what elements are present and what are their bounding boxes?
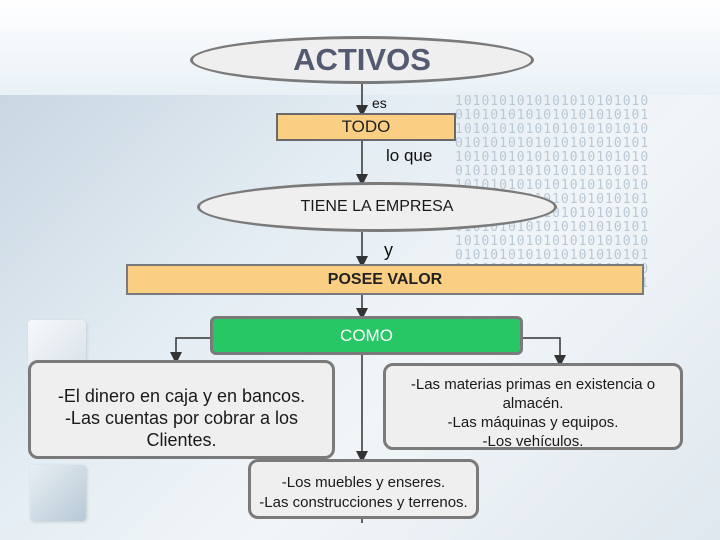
como-box: COMO	[210, 316, 523, 355]
bottom-examples-box: -Los muebles y enseres. -Las construccio…	[248, 459, 479, 519]
bottom-line: -Las construcciones y terrenos.	[259, 494, 468, 511]
tiene-empresa-oval: TIENE LA EMPRESA	[197, 182, 557, 232]
left-line: Clientes.	[146, 430, 217, 450]
connector-label-lo-que: lo que	[386, 146, 433, 165]
connector-label-y: y	[384, 240, 393, 260]
right-line: -Las materias primas en existencia o	[410, 376, 656, 393]
right-line: -Las máquinas y equipos.	[447, 414, 619, 431]
todo-box: TODO	[276, 113, 456, 141]
tiene-label: TIENE LA EMPRESA	[300, 198, 454, 215]
posee-label: POSEE VALOR	[327, 270, 443, 288]
activos-oval: ACTIVOS	[190, 36, 534, 84]
right-line: almacén.	[502, 395, 564, 412]
decorative-square	[30, 465, 86, 521]
left-line: -El dinero en caja y en bancos.	[57, 386, 306, 406]
left-line: -Las cuentas por cobrar a los	[64, 408, 299, 428]
left-examples-box: -El dinero en caja y en bancos. -Las cue…	[28, 360, 335, 459]
connector-label-es: es	[372, 95, 387, 111]
todo-label: TODO	[341, 117, 391, 136]
right-examples-box: -Las materias primas en existencia o alm…	[383, 363, 683, 450]
como-label: COMO	[340, 325, 393, 345]
posee-valor-box: POSEE VALOR	[126, 264, 644, 295]
bottom-line: -Los muebles y enseres.	[281, 474, 446, 491]
right-line: -Los vehículos.	[482, 433, 584, 450]
diagram-title: ACTIVOS	[293, 42, 431, 77]
